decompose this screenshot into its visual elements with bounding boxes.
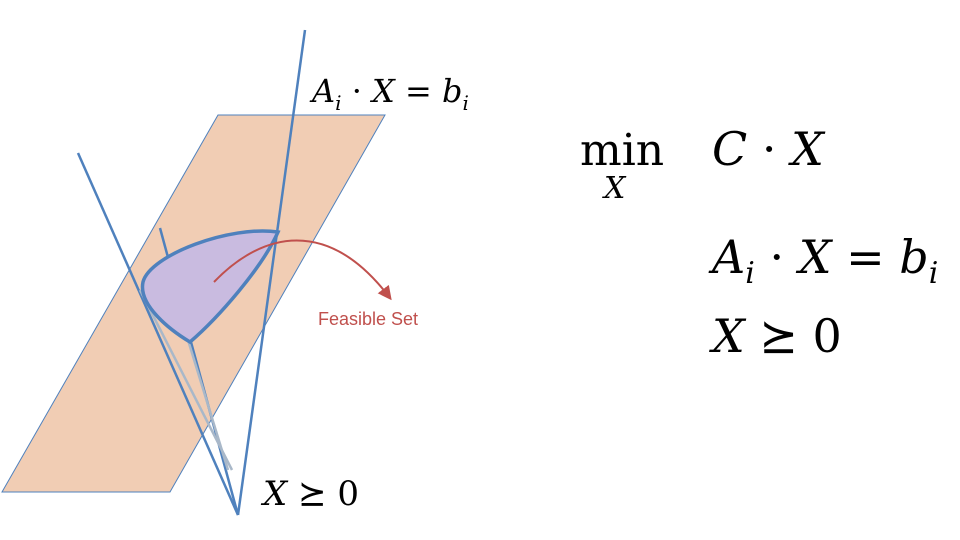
min-operator: min <box>580 125 664 176</box>
constraint-label: Ai · X = bi <box>309 72 469 115</box>
cone-ray-hidden-left <box>138 289 234 471</box>
min-variable: X <box>602 171 627 206</box>
feasible-set <box>140 229 281 345</box>
cone-ray-right <box>236 29 307 516</box>
sdp-formula: min X C · X Ai · X = bi X ⪰ 0 <box>580 122 938 363</box>
objective: C · X <box>712 122 826 176</box>
constraint-psd: X ⪰ 0 <box>709 309 842 363</box>
cone-ray-left <box>76 152 240 516</box>
feasible-arrow <box>213 239 392 301</box>
psd-label: X ⪰ 0 <box>260 474 359 514</box>
constraint-equality: Ai · X = bi <box>708 230 938 291</box>
feasible-set-label: Feasible Set <box>318 309 418 329</box>
cone-ray-hidden-middle <box>186 339 230 471</box>
